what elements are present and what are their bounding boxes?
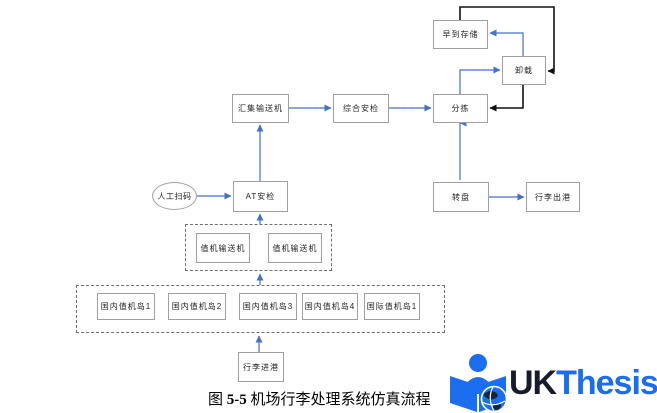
node-checkin-conveyor-2: 值机输送机 bbox=[268, 233, 322, 263]
node-carousel: 转盘 bbox=[433, 182, 489, 212]
arrow-unload-to-sorting bbox=[489, 85, 524, 112]
node-at-security: AT安检 bbox=[233, 181, 288, 212]
node-early-storage: 早到存储 bbox=[433, 20, 488, 49]
node-domestic-island-1: 国内值机岛1 bbox=[97, 293, 155, 320]
node-sorting: 分拣 bbox=[433, 94, 488, 123]
caption-prefix: 图 bbox=[208, 392, 227, 408]
arrow-unload-to-earlystorage bbox=[489, 29, 524, 56]
node-integrated-security: 综合安检 bbox=[333, 94, 389, 123]
node-international-island-1: 国际值机岛1 bbox=[364, 293, 420, 320]
figure-caption: 图 5-5 机场行李处理系统仿真流程 bbox=[208, 388, 431, 409]
node-baggage-departure: 行李出港 bbox=[526, 182, 580, 212]
node-domestic-island-2: 国内值机岛2 bbox=[168, 293, 226, 320]
node-unload: 卸载 bbox=[502, 56, 546, 85]
logo-thesis: Thesis bbox=[556, 364, 657, 402]
arrow-sorting-to-unload bbox=[459, 66, 501, 94]
node-baggage-arrival: 行李进港 bbox=[238, 352, 284, 382]
node-collect-conveyor: 汇集输送机 bbox=[232, 94, 289, 123]
node-domestic-island-4: 国内值机岛4 bbox=[302, 293, 358, 320]
node-manual-scan: 人工扫码 bbox=[152, 182, 197, 210]
caption-text: 机场行李处理系统仿真流程 bbox=[246, 392, 431, 408]
logo-uk: UK bbox=[509, 364, 557, 402]
node-domestic-island-3: 国内值机岛3 bbox=[239, 293, 297, 320]
reader-book-globe-icon bbox=[450, 354, 508, 413]
checkin-island-group bbox=[76, 285, 445, 333]
checkin-conveyor-group bbox=[185, 224, 332, 271]
node-checkin-conveyor-1: 值机输送机 bbox=[196, 233, 250, 263]
ukthesis-logo: UKThesis bbox=[447, 350, 657, 413]
logo-wordmark: UKThesis bbox=[509, 364, 657, 403]
caption-number: 5-5 bbox=[226, 392, 247, 408]
